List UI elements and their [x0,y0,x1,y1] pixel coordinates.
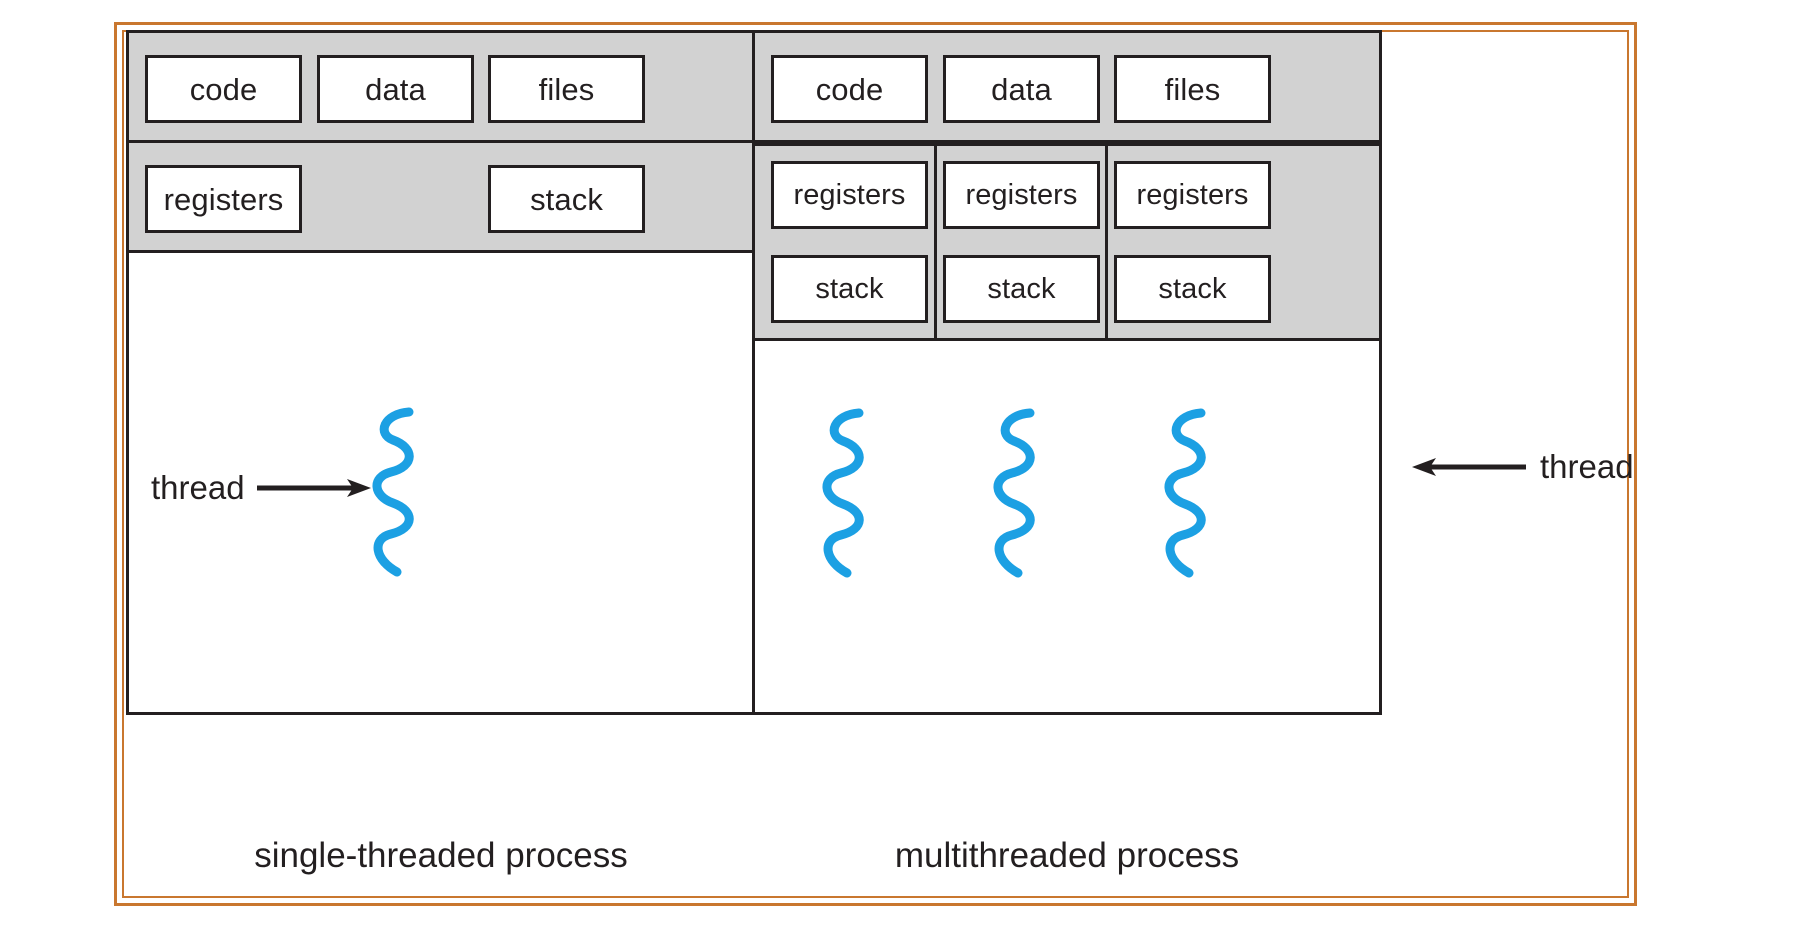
cell-files: files [488,55,645,123]
multi-thread-execution-area [755,341,1379,712]
cell-data: data [317,55,474,123]
cell-stack-lane-3-label: stack [1158,272,1227,305]
single-thread-execution-area: thread [129,253,753,712]
multithreaded-caption-text: multithreaded process [894,836,1240,875]
cell-files-label: files [538,71,595,107]
thread-squiggle [363,407,433,578]
multi-stack-band: stack stack stack [755,241,1379,341]
cell-files-label: files [1164,71,1221,107]
cell-registers-lane-2: registers [943,161,1100,229]
thread-squiggle [984,408,1054,579]
single-thread-resources-band: registers stack [129,143,753,253]
cell-stack-lane-1-label: stack [815,272,884,305]
thread-callout-left: thread [151,471,373,504]
single-shared-resources-band: code data files [129,33,753,143]
cell-stack-lane-2: stack [943,255,1100,323]
thread-squiggle [813,408,883,579]
cell-files: files [1114,55,1271,123]
cell-registers-lane-2-label: registers [965,178,1078,211]
cell-data-label: data [991,71,1052,107]
cell-registers: registers [145,165,302,233]
multithreaded-process-panel: code data files registers registers regi… [752,30,1382,715]
multi-shared-resources-band: code data files [755,33,1379,143]
cell-registers-lane-3: registers [1114,161,1271,229]
single-threaded-process-panel: code data files registers stack [126,30,756,715]
thread-callout-label: thread [151,469,245,506]
thread-squiggle [1155,408,1225,579]
cell-stack-lane-3: stack [1114,255,1271,323]
cell-code-label: code [815,71,884,107]
cell-data: data [943,55,1100,123]
cell-stack-label: stack [530,181,603,217]
cell-registers-lane-1: registers [771,161,928,229]
cell-code: code [771,55,928,123]
cell-registers-label: registers [163,181,284,217]
cell-code: code [145,55,302,123]
cell-registers-lane-3-label: registers [1136,178,1249,211]
single-threaded-caption-text: single-threaded process [254,836,628,875]
cell-registers-lane-1-label: registers [793,178,906,211]
multithreaded-caption: multithreaded process [752,838,1382,873]
cell-data-label: data [365,71,426,107]
cell-stack: stack [488,165,645,233]
single-threaded-caption: single-threaded process [126,838,756,873]
arrow-right-icon [256,476,373,500]
thread-callout-label: thread [1540,448,1634,485]
cell-code-label: code [189,71,258,107]
arrow-left-icon [1410,455,1526,479]
cell-stack-lane-1: stack [771,255,928,323]
cell-stack-lane-2-label: stack [987,272,1056,305]
multi-registers-band: registers registers registers [755,143,1379,241]
thread-callout-right: thread [1410,450,1634,483]
